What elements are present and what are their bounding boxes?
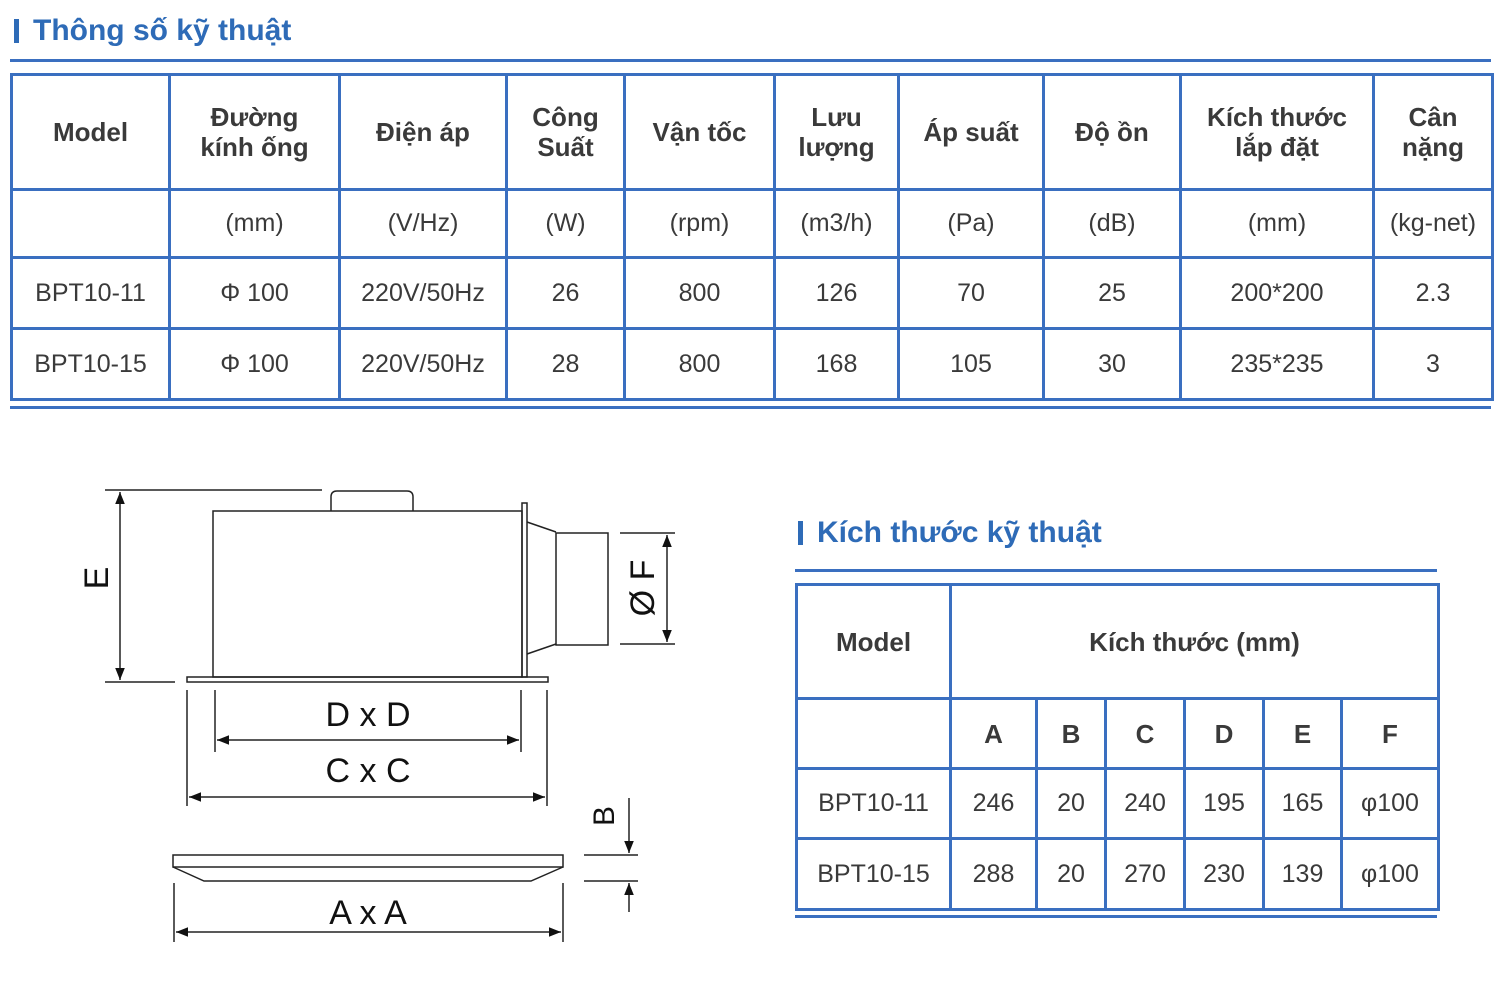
label-b: B <box>588 806 621 826</box>
unit-cell: (m3/h) <box>773 188 900 259</box>
unit-cell: (mm) <box>168 188 341 259</box>
header-size: Kích thước (mm) <box>949 583 1440 700</box>
unit-cell: (W) <box>505 188 626 259</box>
label-dxd: D x D <box>326 696 411 734</box>
cell: 235*235 <box>1179 327 1375 401</box>
header-voltage: Điện áp <box>338 73 508 191</box>
unit-cell: (kg-net) <box>1372 188 1494 259</box>
cell: 195 <box>1183 767 1265 840</box>
title-text: Kích thước kỹ thuật <box>817 516 1102 549</box>
cell: φ100 <box>1340 767 1440 840</box>
cell: 800 <box>623 327 776 401</box>
label-f: Ø F <box>624 560 662 617</box>
label-e: E <box>78 567 116 590</box>
cell: BPT10-11 <box>10 256 171 330</box>
cell: 3 <box>1372 327 1494 401</box>
col-f: F <box>1340 697 1440 770</box>
cell: BPT10-15 <box>10 327 171 401</box>
table-row: BPT10-15 Φ 100 220V/50Hz 28 800 168 105 … <box>10 327 1494 401</box>
cell: 200*200 <box>1179 256 1375 330</box>
cell: BPT10-11 <box>795 767 952 840</box>
unit-cell: (mm) <box>1179 188 1375 259</box>
cell: 70 <box>897 256 1045 330</box>
table-row: BPT10-15 288 20 270 230 139 φ100 <box>795 837 1440 911</box>
label-cxc: C x C <box>326 752 411 790</box>
col-e: E <box>1262 697 1343 770</box>
header-row: Model Kích thước (mm) <box>795 583 1440 700</box>
divider <box>10 406 1491 409</box>
cell <box>795 697 952 770</box>
col-d: D <box>1183 697 1265 770</box>
table-row: BPT10-11 246 20 240 195 165 φ100 <box>795 767 1440 840</box>
cell: 30 <box>1042 327 1182 401</box>
header-noise: Độ ồn <box>1042 73 1182 191</box>
cell: 20 <box>1035 767 1107 840</box>
cell: 25 <box>1042 256 1182 330</box>
cell: 800 <box>623 256 776 330</box>
header-speed: Vận tốc <box>623 73 776 191</box>
cell: 270 <box>1104 837 1186 911</box>
cell: BPT10-15 <box>795 837 952 911</box>
section-title-dimensions: Kích thước kỹ thuật <box>798 516 1102 550</box>
label-axa: A x A <box>329 894 407 932</box>
cell: Φ 100 <box>168 327 341 401</box>
cell: 139 <box>1262 837 1343 911</box>
cell: 20 <box>1035 837 1107 911</box>
dimensions-table: Model Kích thước (mm) A B C D E F BPT10-… <box>795 583 1440 911</box>
cell: 28 <box>505 327 626 401</box>
cell: φ100 <box>1340 837 1440 911</box>
header-pressure: Áp suất <box>897 73 1045 191</box>
divider <box>795 569 1437 572</box>
cell: 246 <box>949 767 1038 840</box>
cell: 220V/50Hz <box>338 256 508 330</box>
divider <box>10 59 1491 62</box>
cell: 105 <box>897 327 1045 401</box>
cell: 240 <box>1104 767 1186 840</box>
header-model: Model <box>795 583 952 700</box>
unit-cell: (rpm) <box>623 188 776 259</box>
cell: 126 <box>773 256 900 330</box>
col-a: A <box>949 697 1038 770</box>
column-letters-row: A B C D E F <box>795 697 1440 770</box>
cell: 230 <box>1183 837 1265 911</box>
col-c: C <box>1104 697 1186 770</box>
unit-cell <box>10 188 171 259</box>
title-bar-marker <box>14 19 19 43</box>
cell: 165 <box>1262 767 1343 840</box>
cell: Φ 100 <box>168 256 341 330</box>
title-bar-marker <box>798 521 803 545</box>
unit-cell: (dB) <box>1042 188 1182 259</box>
unit-cell: (Pa) <box>897 188 1045 259</box>
divider <box>795 915 1437 918</box>
cell: 220V/50Hz <box>338 327 508 401</box>
section-title-specs: Thông số kỹ thuật <box>14 14 291 48</box>
cell: 2.3 <box>1372 256 1494 330</box>
table-row: BPT10-11 Φ 100 220V/50Hz 26 800 126 70 2… <box>10 256 1494 330</box>
title-text: Thông số kỹ thuật <box>33 14 292 47</box>
unit-cell: (V/Hz) <box>338 188 508 259</box>
cell: 26 <box>505 256 626 330</box>
units-row: (mm) (V/Hz) (W) (rpm) (m3/h) (Pa) (dB) (… <box>10 188 1494 259</box>
header-model: Model <box>10 73 171 191</box>
cell: 288 <box>949 837 1038 911</box>
cell: 168 <box>773 327 900 401</box>
col-b: B <box>1035 697 1107 770</box>
